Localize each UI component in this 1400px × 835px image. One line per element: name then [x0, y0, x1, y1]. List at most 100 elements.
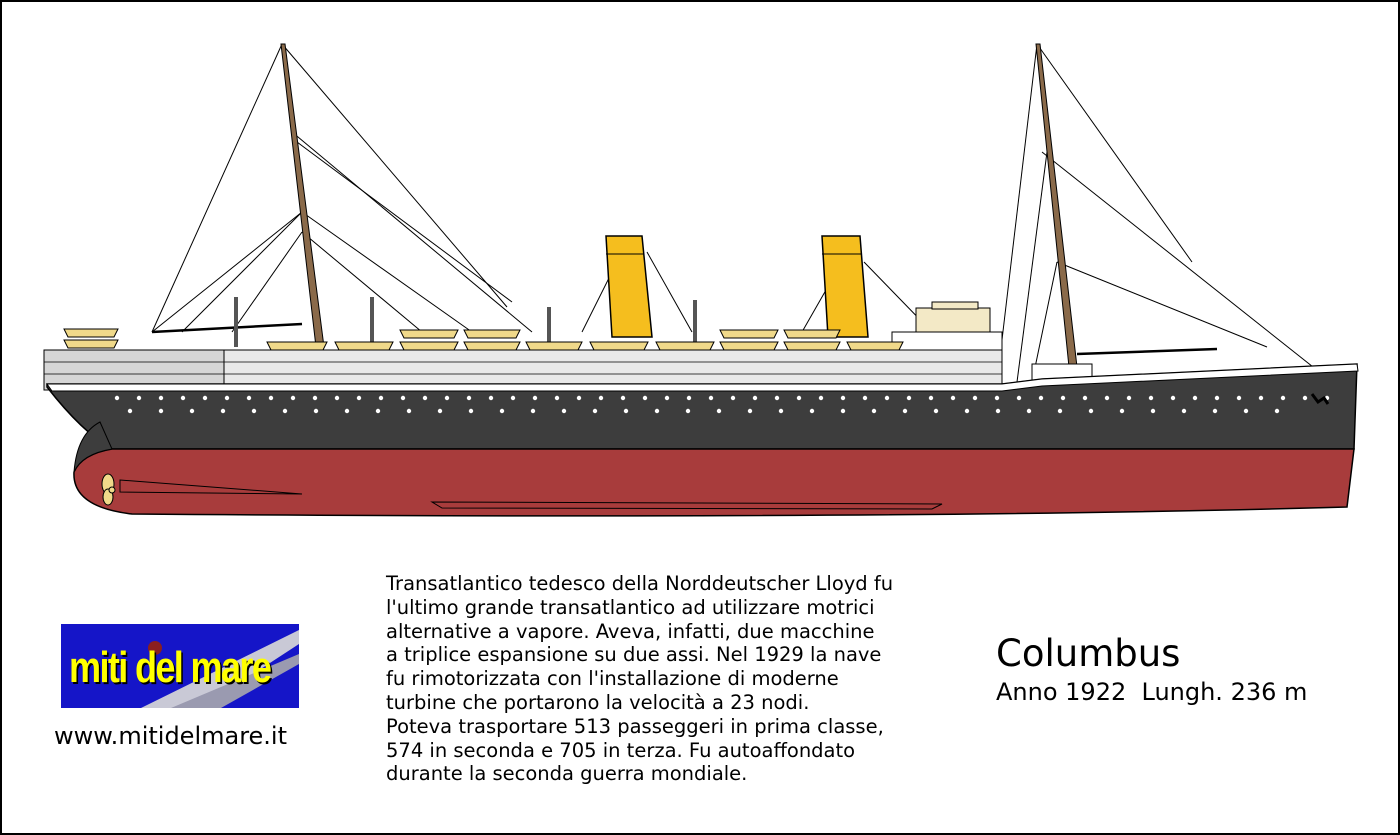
ship-illustration	[43, 43, 1359, 517]
porthole	[871, 408, 877, 414]
description-line: Transatlantico tedesco della Norddeutsch…	[386, 572, 894, 595]
porthole	[1274, 408, 1280, 414]
porthole	[290, 395, 296, 401]
porthole	[730, 395, 736, 401]
porthole	[468, 408, 474, 414]
description-line: l'ultimo grande transatlantico ad utiliz…	[386, 595, 875, 619]
porthole	[180, 395, 186, 401]
porthole	[313, 408, 319, 414]
porthole	[375, 408, 381, 414]
porthole	[158, 395, 164, 401]
porthole	[282, 408, 288, 414]
description-line: fu rimotorizzata con l'installazione di …	[386, 667, 839, 691]
description-line: 574 in seconda e 705 in terza. Fu autoaf…	[386, 738, 856, 762]
porthole	[488, 395, 494, 401]
derrick-booms	[151, 322, 1218, 356]
porthole	[1060, 395, 1066, 401]
porthole	[406, 408, 412, 414]
portholes	[114, 395, 1330, 414]
porthole	[1026, 408, 1032, 414]
description-line: turbine che portarono la velocità a 23 n…	[386, 690, 810, 714]
porthole	[884, 395, 890, 401]
porthole	[202, 395, 208, 401]
porthole	[964, 408, 970, 414]
description-line: Poteva trasportare 513 passeggeri in pri…	[386, 714, 884, 738]
porthole	[1243, 408, 1249, 414]
porthole	[114, 395, 120, 401]
porthole	[592, 408, 598, 414]
porthole	[620, 395, 626, 401]
porthole	[1148, 395, 1154, 401]
propeller	[101, 473, 116, 506]
porthole	[1119, 408, 1125, 414]
bridge-house	[891, 301, 1003, 353]
porthole	[906, 395, 912, 401]
logo-wave-icon	[141, 630, 299, 708]
porthole	[1280, 395, 1286, 401]
porthole	[224, 395, 230, 401]
porthole	[796, 395, 802, 401]
porthole	[902, 408, 908, 414]
porthole	[686, 395, 692, 401]
description-line: durante la seconda guerra mondiale.	[386, 762, 748, 786]
porthole	[437, 408, 443, 414]
porthole	[933, 408, 939, 414]
rigging-lines	[151, 43, 1333, 383]
porthole	[530, 408, 536, 414]
porthole	[1212, 408, 1218, 414]
lifeboats	[63, 328, 904, 351]
porthole	[716, 408, 722, 414]
porthole	[950, 395, 956, 401]
porthole	[158, 408, 164, 414]
porthole	[664, 395, 670, 401]
porthole	[1126, 395, 1132, 401]
porthole	[1104, 395, 1110, 401]
porthole	[995, 408, 1001, 414]
porthole	[1236, 395, 1242, 401]
porthole	[654, 408, 660, 414]
porthole	[251, 408, 257, 414]
porthole	[1170, 395, 1176, 401]
porthole	[312, 395, 318, 401]
porthole	[642, 395, 648, 401]
porthole	[510, 395, 516, 401]
porthole	[840, 395, 846, 401]
ship-name: Columbus	[996, 632, 1181, 675]
site-logo[interactable]: miti del mare	[61, 624, 299, 708]
porthole	[1082, 395, 1088, 401]
porthole	[356, 395, 362, 401]
porthole	[809, 408, 815, 414]
porthole	[747, 408, 753, 414]
logo-text: miti del mare	[69, 643, 272, 692]
porthole	[1192, 395, 1198, 401]
porthole	[1302, 395, 1308, 401]
porthole	[576, 395, 582, 401]
porthole	[994, 395, 1000, 401]
porthole	[499, 408, 505, 414]
porthole	[1038, 395, 1044, 401]
porthole	[554, 395, 560, 401]
porthole	[466, 395, 472, 401]
porthole	[840, 408, 846, 414]
porthole	[136, 395, 142, 401]
porthole	[623, 408, 629, 414]
website-url[interactable]: www.mitidelmare.it	[54, 722, 288, 750]
porthole	[344, 408, 350, 414]
porthole	[246, 395, 252, 401]
porthole	[561, 408, 567, 414]
porthole	[928, 395, 934, 401]
porthole	[778, 408, 784, 414]
porthole	[1258, 395, 1264, 401]
porthole	[862, 395, 868, 401]
porthole	[220, 408, 226, 414]
porthole	[708, 395, 714, 401]
porthole	[598, 395, 604, 401]
porthole	[1150, 408, 1156, 414]
ship-description: Transatlantico tedesco della Norddeutsch…	[386, 572, 966, 786]
porthole	[774, 395, 780, 401]
porthole	[685, 408, 691, 414]
porthole	[400, 395, 406, 401]
anchor-mark	[1310, 393, 1330, 405]
porthole	[444, 395, 450, 401]
